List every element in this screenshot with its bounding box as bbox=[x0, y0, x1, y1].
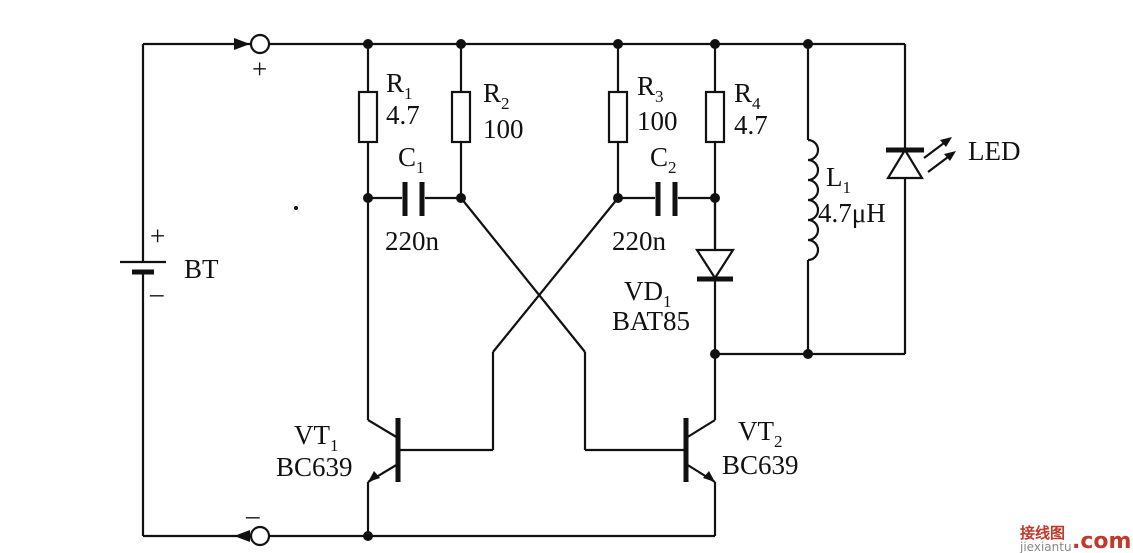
r3-value: 100 bbox=[637, 106, 678, 136]
diode-vd1: VD1 BAT85 bbox=[612, 198, 736, 354]
watermark-suffix: .com bbox=[1072, 529, 1131, 553]
svg-text:VT1: VT1 bbox=[294, 420, 339, 455]
svg-text:L1: L1 bbox=[826, 162, 851, 197]
l1-value: 4.7μH bbox=[818, 198, 886, 228]
terminal-minus: – bbox=[245, 500, 271, 547]
vt1-value: BC639 bbox=[276, 452, 353, 482]
r4-value: 4.7 bbox=[734, 110, 768, 140]
svg-text:VT2: VT2 bbox=[738, 416, 783, 451]
watermark: 接线图 jiexiantu .com bbox=[1019, 524, 1131, 553]
watermark-site: 接线图 bbox=[1020, 524, 1065, 542]
vt2-value: BC639 bbox=[722, 450, 799, 480]
terminal-minus-sign: – bbox=[245, 500, 260, 530]
svg-text:R1: R1 bbox=[386, 68, 413, 103]
watermark-domain: jiexiantu bbox=[1019, 540, 1072, 553]
resistor-r1: R1 4.7 bbox=[357, 44, 420, 420]
led: LED bbox=[886, 44, 1020, 354]
svg-text:R3: R3 bbox=[637, 71, 664, 106]
led-label: LED bbox=[968, 136, 1020, 166]
terminal-plus-sign: + bbox=[252, 54, 267, 84]
resistor-r4: R4 4.7 bbox=[704, 44, 768, 250]
cross-coupling bbox=[400, 197, 684, 452]
svg-text:C2: C2 bbox=[650, 142, 677, 177]
transistor-vt2: VT2 BC639 bbox=[683, 354, 799, 536]
transistor-vt1: VT1 BC639 bbox=[276, 418, 401, 536]
svg-text:R2: R2 bbox=[483, 78, 510, 113]
r2-value: 100 bbox=[483, 114, 524, 144]
svg-text:C1: C1 bbox=[398, 142, 425, 177]
svg-text:VD1: VD1 bbox=[624, 276, 672, 311]
battery-plus: + bbox=[150, 221, 165, 251]
resistor-r2: R2 100 bbox=[450, 44, 524, 198]
capacitor-c1: C1 220n bbox=[368, 142, 461, 256]
c1-value: 220n bbox=[385, 226, 440, 256]
battery-bt: + – BT bbox=[120, 44, 219, 536]
resistor-r3: R3 100 bbox=[607, 44, 678, 198]
vd1-value: BAT85 bbox=[612, 306, 690, 336]
inductor-l1: L1 4.7μH bbox=[806, 44, 886, 354]
bottom-rail bbox=[143, 530, 715, 542]
terminal-plus: + bbox=[249, 33, 271, 84]
junctions bbox=[294, 39, 813, 541]
capacitor-c2: C2 220n bbox=[612, 142, 715, 256]
battery-label: BT bbox=[184, 254, 219, 284]
battery-minus: – bbox=[149, 278, 164, 308]
top-rail bbox=[143, 38, 905, 50]
c2-value: 220n bbox=[612, 226, 667, 256]
svg-text:R4: R4 bbox=[734, 78, 761, 113]
r1-value: 4.7 bbox=[386, 100, 420, 130]
